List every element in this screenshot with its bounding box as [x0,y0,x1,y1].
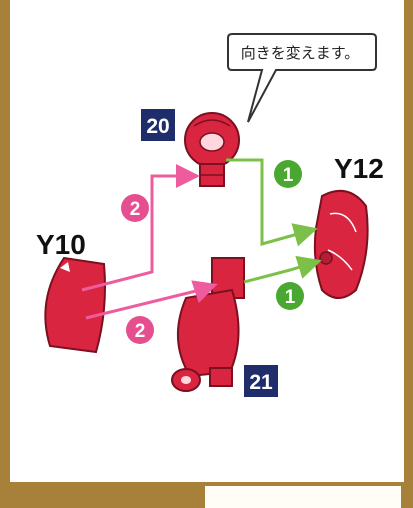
callout-text: 向きを変えます。 [241,44,360,62]
step-1b-label: 1 [285,287,296,308]
step-badge-2b: 2 [126,316,154,344]
runner-label-y12: Y12 [334,153,384,184]
step-badge-1a: 1 [274,160,302,188]
step-1a-label: 1 [283,165,294,186]
part-y10 [45,258,105,352]
step-2b-label: 2 [135,321,146,342]
step-2a-label: 2 [130,199,141,220]
runner-label-y10: Y10 [36,229,86,260]
part-number-badge-20: 20 [141,109,175,141]
part-y12 [315,191,368,298]
speech-callout: 向きを変えます。 [228,34,376,122]
part-number-21: 21 [249,371,273,394]
part-number-20: 20 [146,115,169,138]
step-badge-2a: 2 [121,194,149,222]
step-badge-1b: 1 [276,282,304,310]
part-21-body [172,258,244,391]
part-number-badge-21: 21 [244,365,278,397]
